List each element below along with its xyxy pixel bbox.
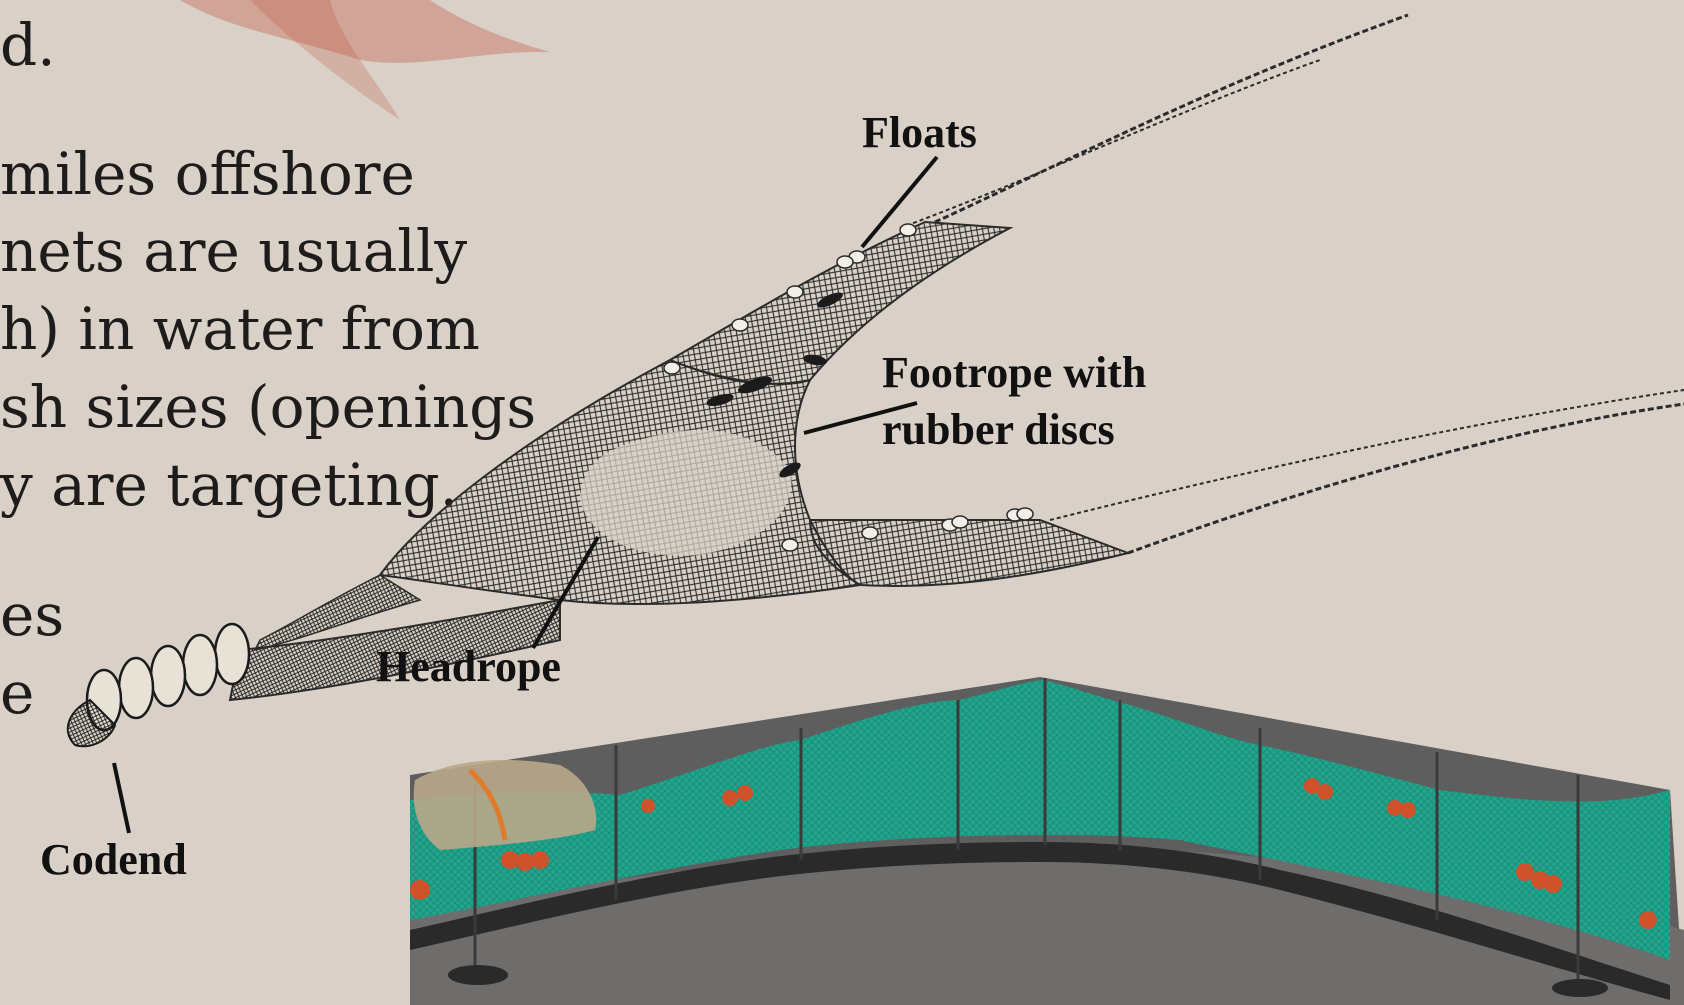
slide-page: d. miles offshore nets are usually h) in… — [0, 0, 1684, 1005]
net-on-deck-photo — [0, 0, 1684, 1005]
